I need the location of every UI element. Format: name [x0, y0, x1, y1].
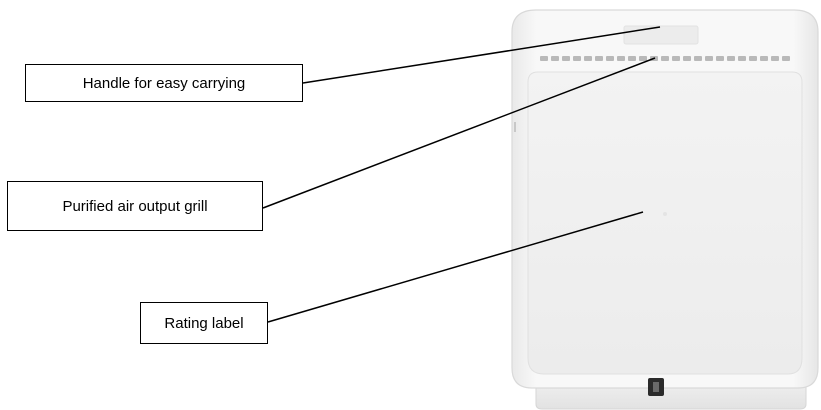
- grill-slot: [716, 56, 724, 61]
- side-indicator: [514, 122, 516, 132]
- callout-rating: Rating label: [140, 302, 268, 344]
- grill-slot: [584, 56, 592, 61]
- callout-handle-text: Handle for easy carrying: [82, 74, 246, 92]
- sensor-dot: [663, 212, 667, 216]
- grill-slot: [782, 56, 790, 61]
- grill-slot: [628, 56, 636, 61]
- grill-slot: [749, 56, 757, 61]
- air-output-grill: [540, 56, 790, 61]
- leader-line-grill: [262, 57, 656, 209]
- grill-slot: [694, 56, 702, 61]
- callout-grill: Purified air output grill: [7, 181, 263, 231]
- grill-slot: [639, 56, 647, 61]
- grill-slot: [738, 56, 746, 61]
- leader-line-rating: [267, 211, 644, 323]
- power-socket-slot: [653, 382, 659, 392]
- callout-handle: Handle for easy carrying: [25, 64, 303, 102]
- grill-slot: [551, 56, 559, 61]
- callout-rating-text: Rating label: [164, 314, 244, 332]
- grill-slot: [562, 56, 570, 61]
- grill-slot: [771, 56, 779, 61]
- leader-line-handle: [302, 26, 661, 84]
- grill-slot: [661, 56, 669, 61]
- grill-slot: [595, 56, 603, 61]
- handle-recess: [623, 25, 699, 45]
- device-front-panel: [527, 71, 803, 375]
- grill-slot: [540, 56, 548, 61]
- grill-slot: [705, 56, 713, 61]
- grill-slot: [617, 56, 625, 61]
- grill-slot: [606, 56, 614, 61]
- grill-slot: [573, 56, 581, 61]
- grill-slot: [727, 56, 735, 61]
- grill-slot: [683, 56, 691, 61]
- callout-grill-text: Purified air output grill: [62, 197, 208, 215]
- grill-slot: [760, 56, 768, 61]
- grill-slot: [672, 56, 680, 61]
